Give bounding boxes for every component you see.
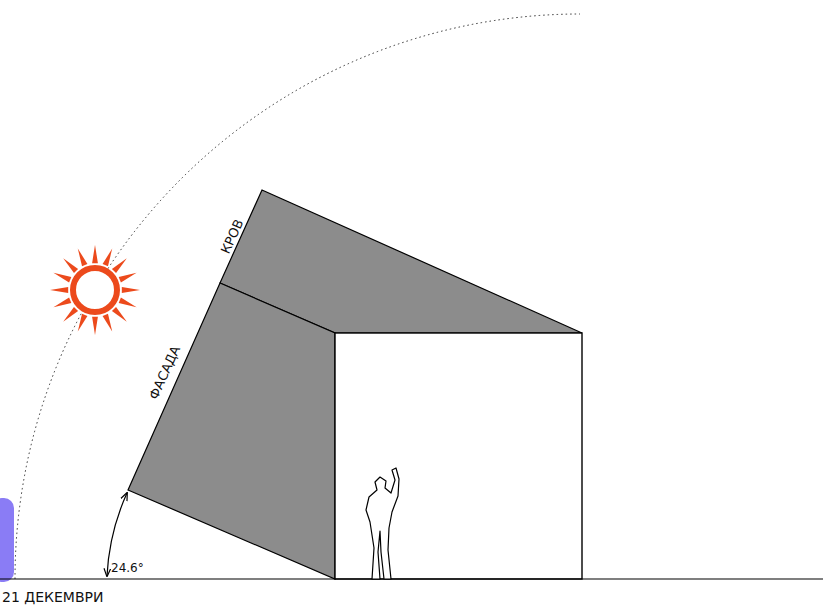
sun-ray [112, 258, 127, 273]
sun-ray [103, 314, 113, 332]
sun-ray [112, 307, 127, 322]
sun-ray [78, 248, 88, 266]
side-tab [0, 498, 14, 582]
sun-ray [53, 298, 71, 308]
sun-ray [119, 298, 137, 308]
sun-ray [92, 317, 98, 335]
sun-ray [63, 307, 78, 322]
sun-ray [50, 287, 68, 293]
facade-shadow [128, 283, 335, 579]
sun-ray [78, 314, 88, 332]
angle-value: 24.6° [111, 562, 144, 574]
date-label: 21 ДЕКЕМВРИ [2, 590, 103, 604]
sun-ray [103, 248, 113, 266]
sun-ray [122, 287, 140, 293]
sun-symbol [50, 245, 140, 335]
sun-ray [119, 273, 137, 283]
sun-ray [63, 258, 78, 273]
sun-ray [92, 245, 98, 263]
ground-line [0, 578, 823, 579]
sun-ray [53, 273, 71, 283]
modulor-figure [366, 468, 399, 579]
building [335, 333, 582, 579]
sun-disc [73, 268, 117, 312]
